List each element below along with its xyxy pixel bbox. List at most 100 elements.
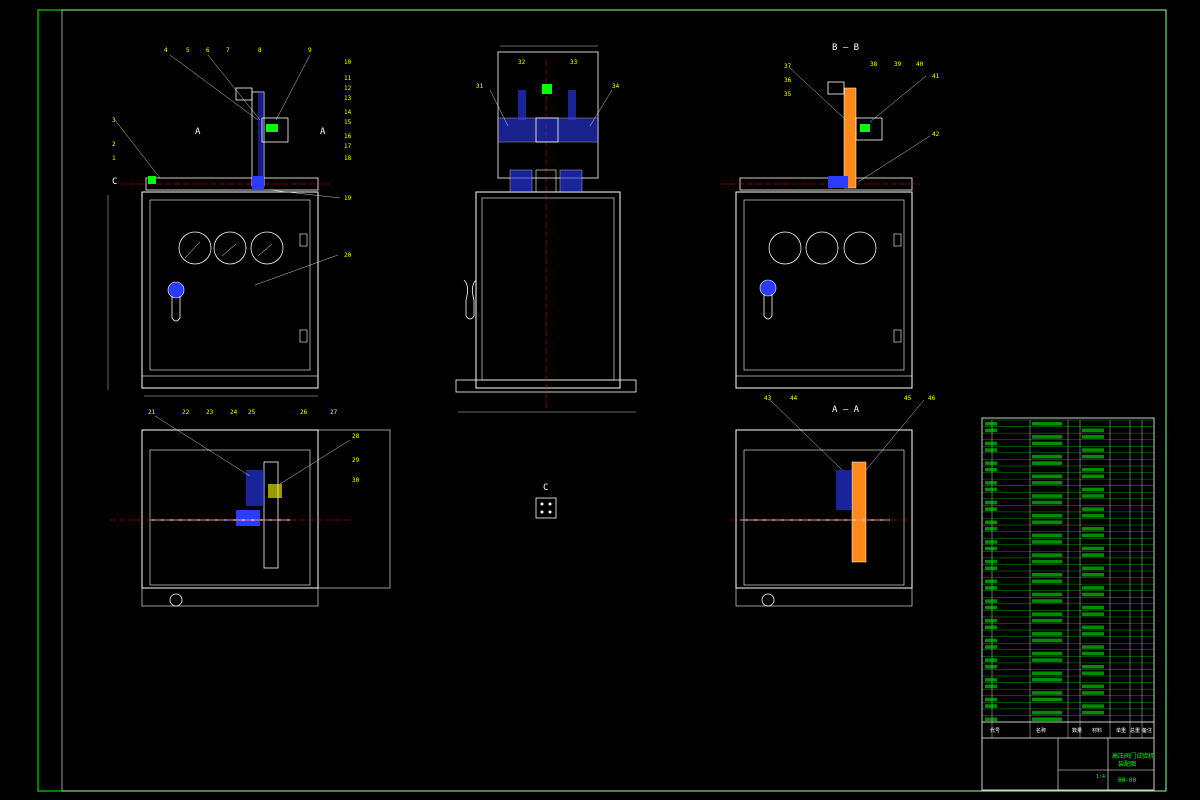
- part-number: 3: [112, 117, 116, 124]
- bom-cell-fill: [985, 625, 997, 630]
- bom-cell-fill: [1082, 592, 1104, 597]
- bom-cell-fill: [985, 461, 997, 465]
- bom-cell-fill: [985, 658, 997, 662]
- bom-cell-fill: [1082, 553, 1104, 557]
- bom-cell-fill: [985, 428, 997, 433]
- bom-cell-fill: [1082, 651, 1104, 656]
- bom-cell-fill: [1032, 513, 1062, 518]
- bom-cell-fill: [1082, 573, 1104, 577]
- section-aa-view: A — A 43 44 45 46: [730, 395, 936, 607]
- front-view: 4 5 6 7 8 9 10 11 12 13 14 15 16 17 18 3…: [107, 47, 352, 397]
- bom-cell-fill: [1082, 586, 1104, 590]
- bom-header-remark: 备注: [1142, 727, 1152, 734]
- bom-cell-fill: [985, 520, 997, 525]
- bom-cell-fill: [1032, 632, 1062, 636]
- part-number: 14: [344, 109, 352, 116]
- bom-cell-fill: [985, 467, 997, 472]
- outer-border: [37, 9, 1167, 792]
- part-number: 1: [112, 155, 116, 162]
- part-number: 9: [308, 47, 312, 54]
- bom-cell-fill: [985, 645, 997, 649]
- bom-cell-fill: [985, 546, 997, 551]
- bom-cell-fill: [1082, 632, 1104, 636]
- part-number: 32: [518, 59, 526, 66]
- view-c: C: [535, 483, 557, 519]
- drawing-number: 00-00: [1118, 777, 1136, 784]
- bom-cell-fill: [985, 566, 997, 570]
- bom-cell-fill: [1032, 494, 1062, 498]
- part-number: 39: [894, 61, 902, 68]
- bom-cell-fill: [1032, 599, 1062, 603]
- part-number: 10: [344, 59, 352, 66]
- part-number: 23: [206, 409, 214, 416]
- view-marker-c: C: [112, 177, 117, 187]
- bom-cell-fill: [1082, 487, 1104, 492]
- bom-cell-fill: [1082, 671, 1104, 676]
- part-number: 41: [932, 73, 940, 80]
- bom-cell-fill: [1032, 474, 1062, 479]
- bom-cell-fill: [985, 481, 997, 485]
- drawing-scale: 1:4: [1096, 774, 1105, 780]
- bom-cell-fill: [985, 500, 997, 505]
- bom-cell-fill: [1082, 664, 1104, 669]
- part-number: 4: [164, 47, 168, 54]
- part-number: 28: [352, 433, 360, 440]
- bom-cell-fill: [1082, 605, 1104, 610]
- bom-cell-fill: [1082, 691, 1104, 695]
- bom-cell-fill: [1082, 507, 1104, 511]
- section-aa-label: A — A: [832, 405, 860, 415]
- bom-header-unit-weight: 单重: [1116, 727, 1126, 734]
- bom-cell-fill: [1032, 500, 1062, 505]
- bom-cell-fill: [1032, 710, 1062, 715]
- part-number: 15: [344, 119, 352, 126]
- inner-border: [61, 9, 1167, 792]
- bom-header-material: 材料: [1092, 727, 1102, 734]
- bom-cell-fill: [1032, 559, 1062, 564]
- bom-cell-fill: [985, 717, 997, 721]
- bom-cell-fill: [1032, 651, 1062, 656]
- bom-cell-fill: [1032, 678, 1062, 682]
- title-block: 代号 名称 数量 材料 单重 总重 备注 高压阀门试验机 装配图 00-00 1…: [981, 417, 1155, 791]
- part-number: 42: [932, 131, 940, 138]
- bom-cell-fill: [1082, 454, 1104, 459]
- part-number: 7: [226, 47, 230, 54]
- part-number: 6: [206, 47, 210, 54]
- bom-cell-fill: [985, 559, 997, 564]
- bom-cell-fill: [1032, 553, 1062, 557]
- bom-cell-fill: [1082, 527, 1104, 531]
- bom-cell-fill: [985, 507, 997, 511]
- section-bb-label: B — B: [832, 43, 859, 53]
- bom-cell-fill: [1082, 533, 1104, 538]
- bom-cell-fill: [985, 448, 997, 452]
- part-number: 16: [344, 133, 352, 140]
- bom-cell-fill: [1032, 481, 1062, 485]
- part-number: 35: [784, 91, 792, 98]
- part-number: 22: [182, 409, 190, 416]
- bom-cell-fill: [1032, 638, 1062, 643]
- bom-cell-fill: [1032, 612, 1062, 616]
- bom-cell-fill: [985, 638, 997, 643]
- part-number: 17: [344, 143, 352, 150]
- drawing-title: 高压阀门试验机: [1112, 752, 1154, 760]
- bom-cell-fill: [1032, 520, 1062, 525]
- part-number: 12: [344, 85, 352, 92]
- part-number: 36: [784, 77, 792, 84]
- bom-cell-fill: [1082, 513, 1104, 518]
- bom-cell-fill: [985, 605, 997, 610]
- bom-cell-fill: [1032, 454, 1062, 459]
- bom-cell-fill: [1082, 494, 1104, 498]
- bom-cell-fill: [1082, 710, 1104, 715]
- part-number: 26: [300, 409, 308, 416]
- part-number: 40: [916, 61, 924, 68]
- bom-cell-fill: [1032, 658, 1062, 662]
- bom-cell-fill: [985, 527, 997, 531]
- part-number: 38: [870, 61, 878, 68]
- bom-cell-fill: [1032, 697, 1062, 702]
- bom-cell-fill: [985, 678, 997, 682]
- bom-cell-fill: [1032, 533, 1062, 538]
- part-number: 8: [258, 47, 262, 54]
- part-number: 44: [790, 395, 798, 402]
- part-number: 11: [344, 75, 352, 82]
- bom-cell-fill: [985, 487, 997, 492]
